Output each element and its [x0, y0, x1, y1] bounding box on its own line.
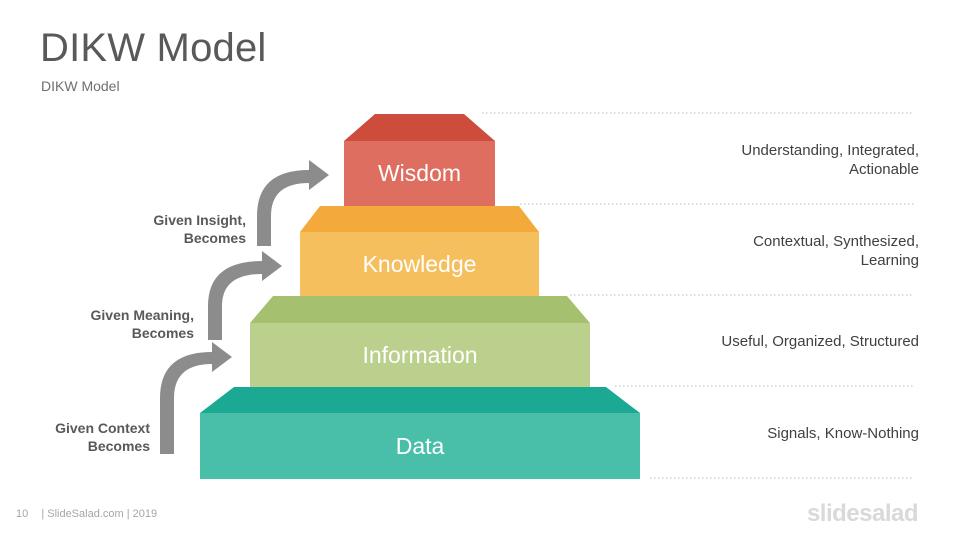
tier-description-wisdom: Understanding, Integrated, Actionable — [741, 142, 919, 178]
wisdom-tier-front — [344, 141, 495, 206]
arrow-insight-icon — [257, 160, 329, 246]
tier-description-knowledge: Contextual, Synthesized, Learning — [753, 233, 919, 269]
brand-logo: slidesalad — [806, 500, 919, 527]
arrow-meaning-icon — [208, 251, 282, 340]
data-tier-front — [200, 413, 640, 479]
knowledge-tier-front — [300, 232, 539, 296]
tier-label-data: Data — [395, 433, 445, 459]
tier-description-data: Signals, Know-Nothing — [767, 425, 919, 442]
slide-title: DIKW Model — [40, 26, 267, 70]
arrow-context-icon — [160, 342, 232, 454]
transition-label-insight: Given Insight, Becomes — [153, 212, 246, 246]
tier-description-information: Useful, Organized, Structured — [721, 333, 919, 350]
slide-subtitle: DIKW Model — [41, 78, 120, 94]
information-tier-top — [250, 296, 590, 323]
tier-label-wisdom: Wisdom — [377, 160, 462, 186]
information-tier-front — [250, 323, 590, 387]
transition-label-meaning: Given Meaning, Becomes — [90, 307, 194, 341]
knowledge-tier-top — [300, 206, 539, 232]
tier-label-information: Information — [362, 342, 478, 368]
footer-source: | SlideSalad.com | 2019 — [41, 508, 158, 520]
transition-label-context: Given Context Becomes — [55, 420, 150, 454]
wisdom-tier-top — [344, 114, 495, 141]
data-tier-top — [200, 387, 640, 413]
slide-footer: 10 | SlideSalad.com | 2019 — [16, 508, 167, 520]
tier-label-knowledge: Knowledge — [362, 251, 477, 277]
page-number: 10 — [16, 508, 29, 520]
